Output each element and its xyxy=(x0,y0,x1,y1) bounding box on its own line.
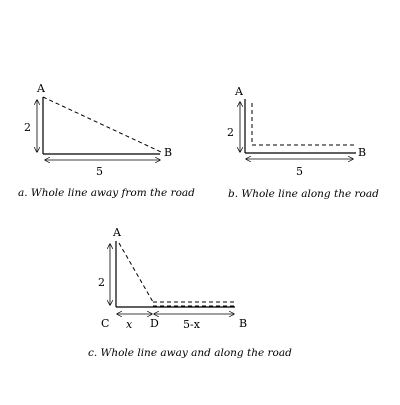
panel-c-cd-label: x xyxy=(126,318,133,331)
panel-b-width-label: 5 xyxy=(296,165,303,178)
panel-a-dashed-diagonal xyxy=(42,96,162,153)
panel-a-width-label: 5 xyxy=(96,165,103,178)
panel-a-height-label: 2 xyxy=(24,121,31,134)
panel-c-point-d-label: D xyxy=(150,317,159,330)
panel-b-caption: b. Whole line along the road xyxy=(228,188,379,200)
panel-b-point-a-label: A xyxy=(234,85,244,98)
panel-c-caption: c. Whole line away and along the road xyxy=(88,347,292,359)
panel-c-point-c-label: C xyxy=(101,317,109,330)
panel-a-caption: a. Whole line away from the road xyxy=(18,187,195,199)
panel-a: A B 2 5 a. Whole line away from the road xyxy=(18,82,195,199)
panel-b: A B 2 5 b. Whole line along the road xyxy=(227,85,379,200)
panel-c-point-b-label: B xyxy=(239,317,247,330)
panel-c-point-a-label: A xyxy=(112,226,122,239)
panel-a-point-a-label: A xyxy=(36,82,46,95)
panel-b-point-b-label: B xyxy=(358,146,366,159)
panel-c-db-label: 5-x xyxy=(183,318,201,331)
panel-a-point-b-label: B xyxy=(164,146,172,159)
panel-c: A 2 C D B x 5-x c. Whole line away and a… xyxy=(88,226,292,359)
panel-c-height-label: 2 xyxy=(98,276,105,289)
panel-c-dashed-diagonal xyxy=(118,242,154,303)
panel-b-height-label: 2 xyxy=(227,126,234,139)
